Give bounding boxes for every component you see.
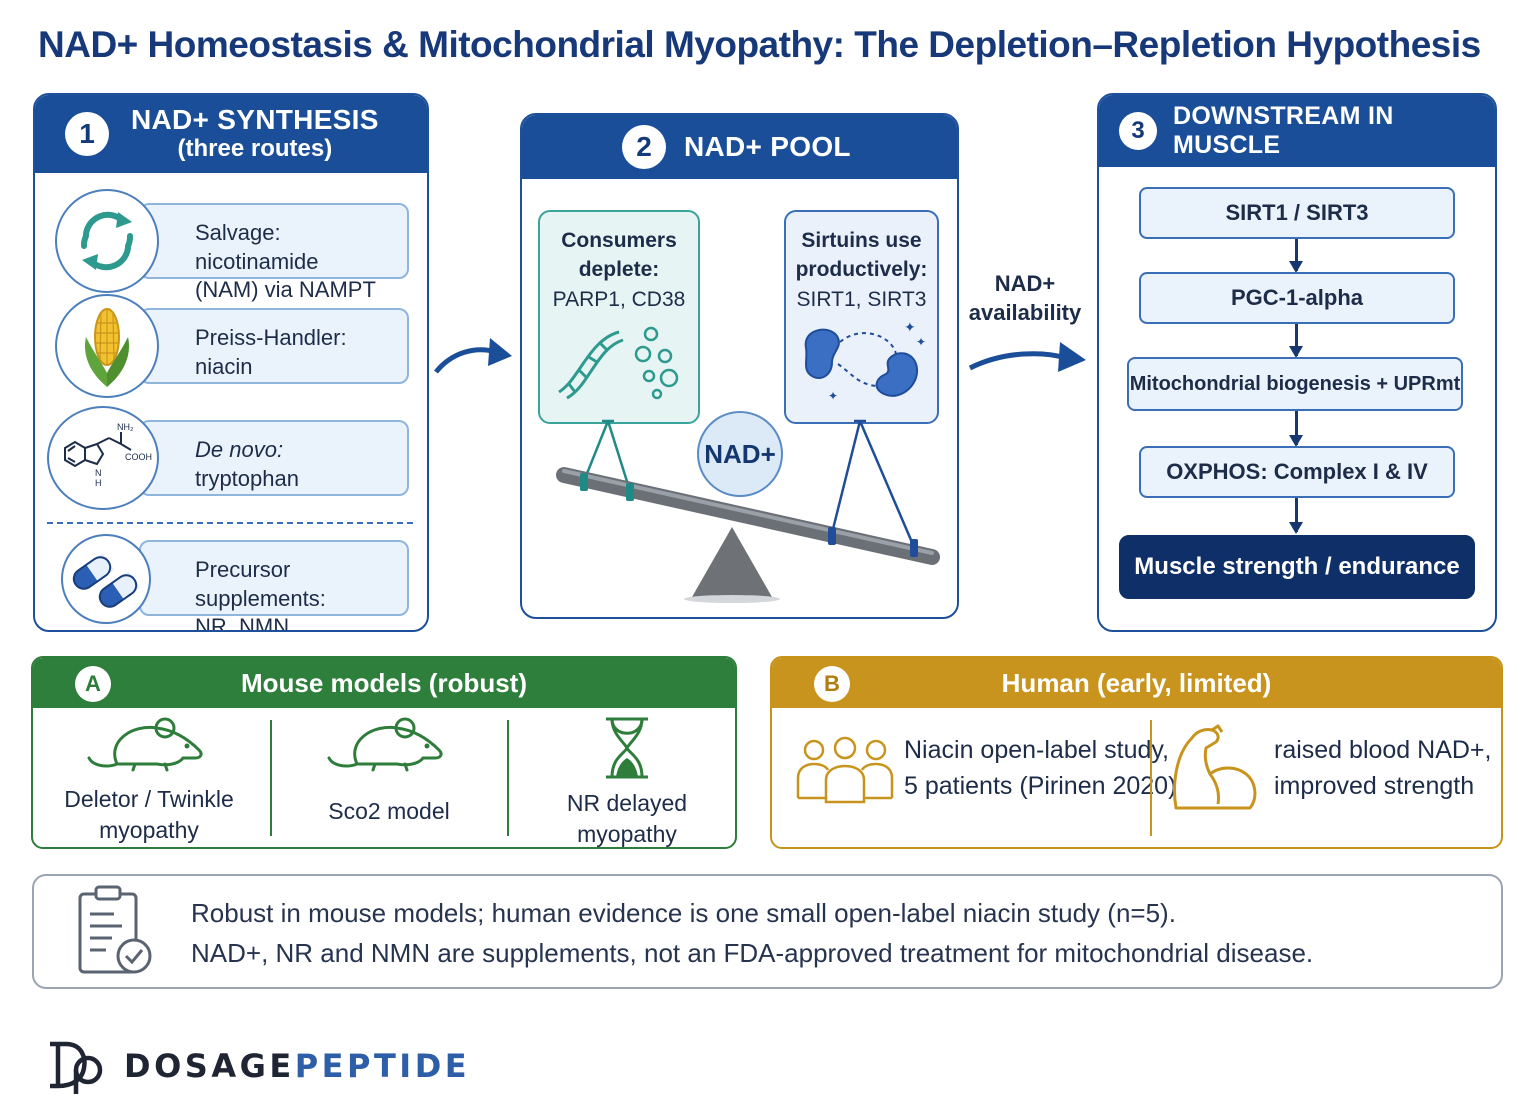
seesaw-balance xyxy=(556,419,940,603)
step-number-1: 1 xyxy=(65,112,109,156)
svg-text:✦: ✦ xyxy=(828,389,838,403)
step-oxphos: OXPHOS: Complex I & IV xyxy=(1139,446,1455,498)
route-preiss-handler-label: Preiss-Handler:niacin xyxy=(139,308,409,384)
arrow-pool-to-muscle xyxy=(968,342,1086,372)
capsule-icon xyxy=(61,534,151,624)
availability-label: NAD+availability xyxy=(968,271,1082,325)
page-title: NAD+ Homeostasis & Mitochondrial Myopath… xyxy=(38,24,1481,65)
svg-text:NH₂: NH₂ xyxy=(117,422,134,432)
mouse-models-header: A Mouse models (robust) xyxy=(33,658,735,708)
recycle-icon xyxy=(55,189,159,293)
flexed-arm-icon xyxy=(1173,724,1257,810)
svg-text:COOH: COOH xyxy=(125,452,152,462)
brand-logo: DOSAGEPEPTIDE xyxy=(46,1038,470,1094)
arrow-synthesis-to-pool xyxy=(434,338,512,374)
dp-monogram-icon xyxy=(50,1041,103,1094)
step-biogenesis: Mitochondrial biogenesis + UPRmt xyxy=(1127,357,1463,411)
step-sirt: SIRT1 / SIRT3 xyxy=(1139,187,1455,239)
arrow-down-4 xyxy=(1289,498,1303,534)
svg-text:H: H xyxy=(95,478,102,488)
route-salvage-label: Salvage: nicotinamide(NAM) via NAMPT xyxy=(139,203,409,302)
pool-title: NAD+ POOL xyxy=(684,131,851,162)
step-number-2: 2 xyxy=(622,125,666,169)
bubbles-icon xyxy=(634,326,679,400)
mouse-divider-2 xyxy=(507,720,509,836)
mouse-model-nr-delayed: NR delayed myopathy xyxy=(517,716,735,847)
evidence-note: Robust in mouse models; human evidence i… xyxy=(32,874,1503,989)
downstream-panel: 3 DOWNSTREAM IN MUSCLE SIRT1 / SIRT3 PGC… xyxy=(1097,93,1497,632)
route-divider xyxy=(47,522,413,524)
mouse-model-sco2: Sco2 model xyxy=(279,712,499,827)
dna-icon xyxy=(558,326,679,400)
mouse-icon xyxy=(87,717,203,772)
pool-panel-header: 2 NAD+ POOL xyxy=(522,115,957,179)
panel-letter-a: A xyxy=(75,666,111,702)
downstream-title: DOWNSTREAM IN MUSCLE xyxy=(1173,102,1394,159)
route-supplements-label: Precursor supplements:NR, NMN xyxy=(139,540,409,630)
mouse-models-panel: A Mouse models (robust) Deletor / Twinkl… xyxy=(31,656,737,849)
synthesis-panel-header: 1 NAD+ SYNTHESIS (three routes) xyxy=(35,95,427,173)
enzyme-icon: ✦ ✦ ✦ xyxy=(804,319,926,403)
synthesis-title: NAD+ SYNTHESIS xyxy=(131,104,379,136)
human-evidence-header: B Human (early, limited) xyxy=(772,658,1501,708)
synthesis-panel: 1 NAD+ SYNTHESIS (three routes) Salvage:… xyxy=(33,93,429,632)
step-pgc1a: PGC-1-alpha xyxy=(1139,272,1455,324)
panel-letter-b: B xyxy=(814,666,850,702)
hourglass-icon xyxy=(606,717,648,779)
clipboard-check-icon xyxy=(78,885,152,974)
nad-pool-ball: NAD+ xyxy=(697,411,783,497)
arrow-down-3 xyxy=(1289,411,1303,447)
note-line-1: Robust in mouse models; human evidence i… xyxy=(191,898,1176,928)
pool-panel: 2 NAD+ POOL Consumers deplete: PARP1, CD… xyxy=(520,113,959,619)
consumers-card: Consumers deplete: PARP1, CD38 xyxy=(538,210,700,424)
mouse-divider-1 xyxy=(270,720,272,836)
route-de-novo-label: De novo:tryptophan xyxy=(139,420,409,496)
human-evidence-title: Human (early, limited) xyxy=(1001,667,1272,698)
svg-text:✦: ✦ xyxy=(916,335,926,349)
corn-icon xyxy=(55,294,159,398)
human-evidence-panel: B Human (early, limited) Niacin open-lab… xyxy=(770,656,1503,849)
tryptophan-structure-icon: NH₂ COOH N H xyxy=(47,406,159,510)
step-muscle-strength: Muscle strength / endurance xyxy=(1119,535,1475,599)
downstream-panel-header: 3 DOWNSTREAM IN MUSCLE xyxy=(1099,95,1495,167)
svg-text:N: N xyxy=(95,468,102,478)
synthesis-subtitle: (three routes) xyxy=(177,135,333,163)
sirtuins-card: Sirtuins use productively: SIRT1, SIRT3 … xyxy=(784,210,939,424)
human-study-text: Niacin open-label study, 5 patients (Pir… xyxy=(904,736,1177,801)
svg-text:✦: ✦ xyxy=(904,319,916,335)
brand-name: DOSAGEPEPTIDE xyxy=(124,1047,471,1085)
step-number-3: 3 xyxy=(1119,112,1157,150)
people-group-icon xyxy=(796,736,894,804)
arrow-down-2 xyxy=(1289,324,1303,358)
mouse-model-deletor: Deletor / Twinkle myopathy xyxy=(39,712,259,846)
note-line-2: NAD+, NR and NMN are supplements, not an… xyxy=(191,938,1314,968)
human-result-text: raised blood NAD+, improved strength xyxy=(1274,736,1492,801)
mouse-models-title: Mouse models (robust) xyxy=(240,667,527,698)
human-divider xyxy=(1150,720,1152,836)
mouse-icon xyxy=(327,717,443,772)
arrow-down-1 xyxy=(1289,239,1303,273)
